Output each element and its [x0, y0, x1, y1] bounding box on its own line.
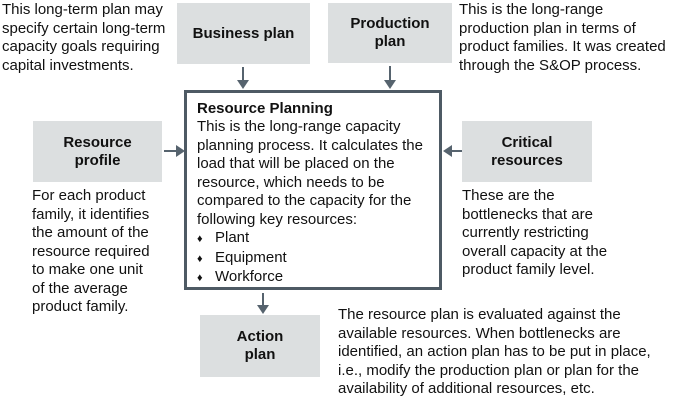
production-plan-label: Production plan: [350, 15, 430, 50]
resource-planning-title: Resource Planning: [197, 100, 333, 117]
resource-profile-label: Resource profile: [63, 133, 132, 169]
arrow-left-icon: [443, 145, 452, 157]
arrow-down-icon: [237, 80, 249, 89]
critical-resources-note: These are the bottlenecks that are curre…: [462, 187, 608, 278]
arrow-right-icon: [176, 145, 185, 157]
bullet-label: Equipment: [215, 248, 287, 266]
action-plan-label: Action plan: [236, 328, 284, 363]
business-plan-box: Business plan: [177, 3, 310, 64]
arrow-resource-planning-to-action-plan: [262, 293, 264, 306]
production-plan-box: Production plan: [328, 3, 452, 63]
critical-resources-label: Critical resources: [491, 133, 563, 169]
resource-profile-note: For each product family, it identifies t…: [32, 187, 150, 315]
diamond-bullet-icon: ♦: [197, 252, 203, 265]
action-plan-box: Action plan: [200, 315, 320, 377]
bullet-item-equipment: ♦ Equipment: [197, 249, 430, 269]
diamond-bullet-icon: ♦: [197, 233, 203, 245]
bullet-item-workforce: ♦ Workforce: [197, 268, 430, 288]
bullet-label: Plant: [215, 229, 250, 246]
resource-planning-box: Resource Planning This is the long-range…: [184, 90, 442, 290]
arrow-critical-resources-to-resource-planning: [451, 150, 462, 152]
bullet-label: Workforce: [215, 268, 284, 285]
diamond-bullet-icon: ♦: [197, 272, 203, 284]
business-plan-label: Business plan: [192, 24, 295, 42]
key-resources-bullet-list: ♦ Plant ♦ Equipment ♦ Workforce: [197, 229, 430, 288]
arrow-down-icon: [257, 305, 269, 314]
arrow-resource-profile-to-resource-planning: [164, 150, 177, 152]
arrow-down-icon: [384, 80, 396, 89]
resource-planning-description: This is the long-range capacity planning…: [197, 118, 423, 228]
arrow-business-to-resource-planning: [242, 67, 244, 81]
business-plan-note: This long-term plan may specify certain …: [2, 1, 166, 74]
arrow-production-to-resource-planning: [389, 66, 391, 81]
resource-profile-box: Resource profile: [33, 121, 162, 182]
critical-resources-box: Critical resources: [462, 121, 592, 182]
bullet-item-plant: ♦ Plant: [197, 229, 430, 249]
production-plan-note: This is the long-range production plan i…: [459, 1, 666, 74]
action-plan-note: The resource plan is evaluated against t…: [338, 306, 651, 397]
